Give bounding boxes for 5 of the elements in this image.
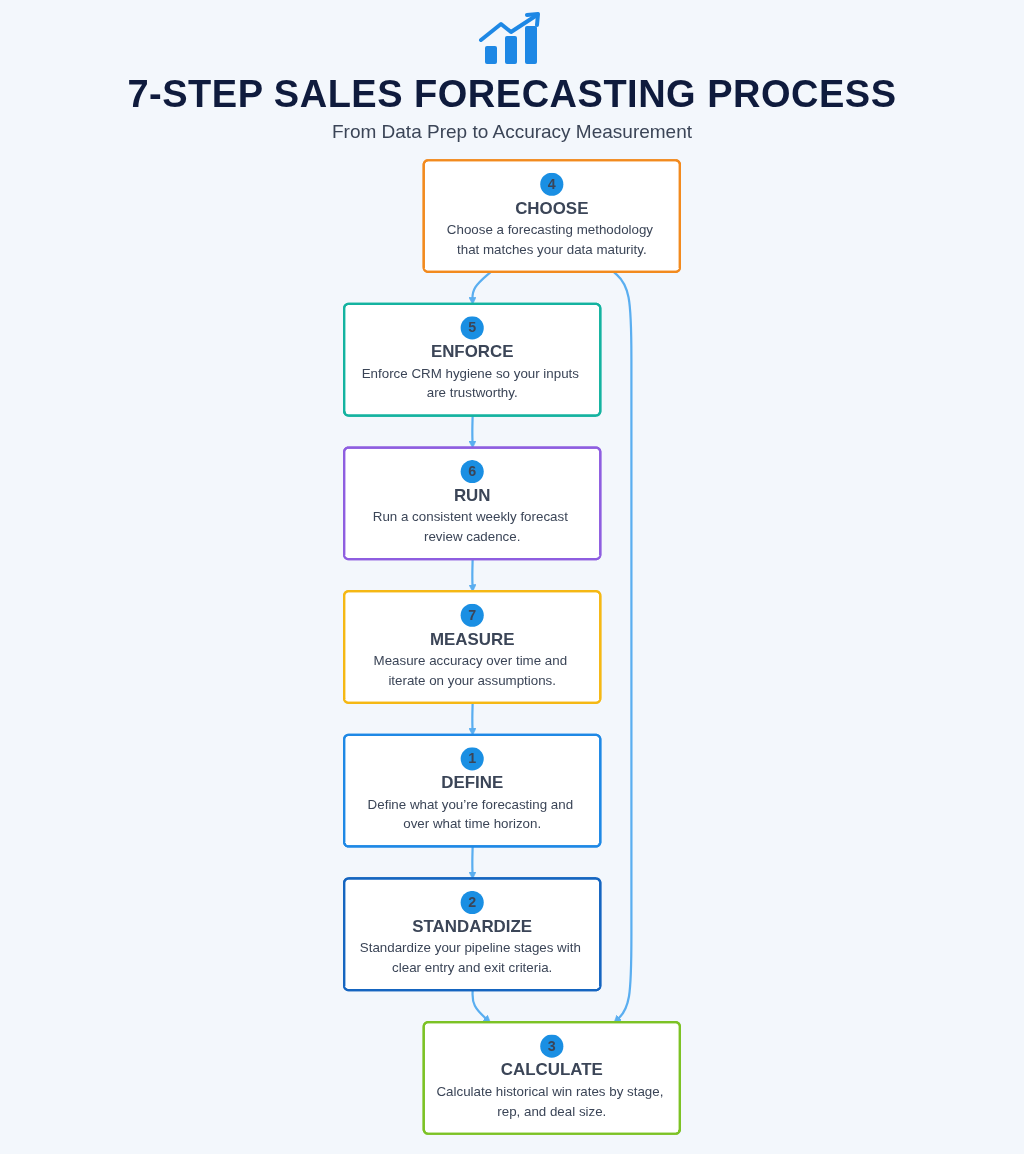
- arrow: [468, 559, 477, 592]
- subtitle: From Data Prep to Accuracy Measurement: [331, 120, 693, 144]
- arrow: [471, 990, 491, 1023]
- arrow: [613, 271, 633, 1023]
- title: 7-STEP SALES FORECASTING PROCESS: [127, 72, 897, 116]
